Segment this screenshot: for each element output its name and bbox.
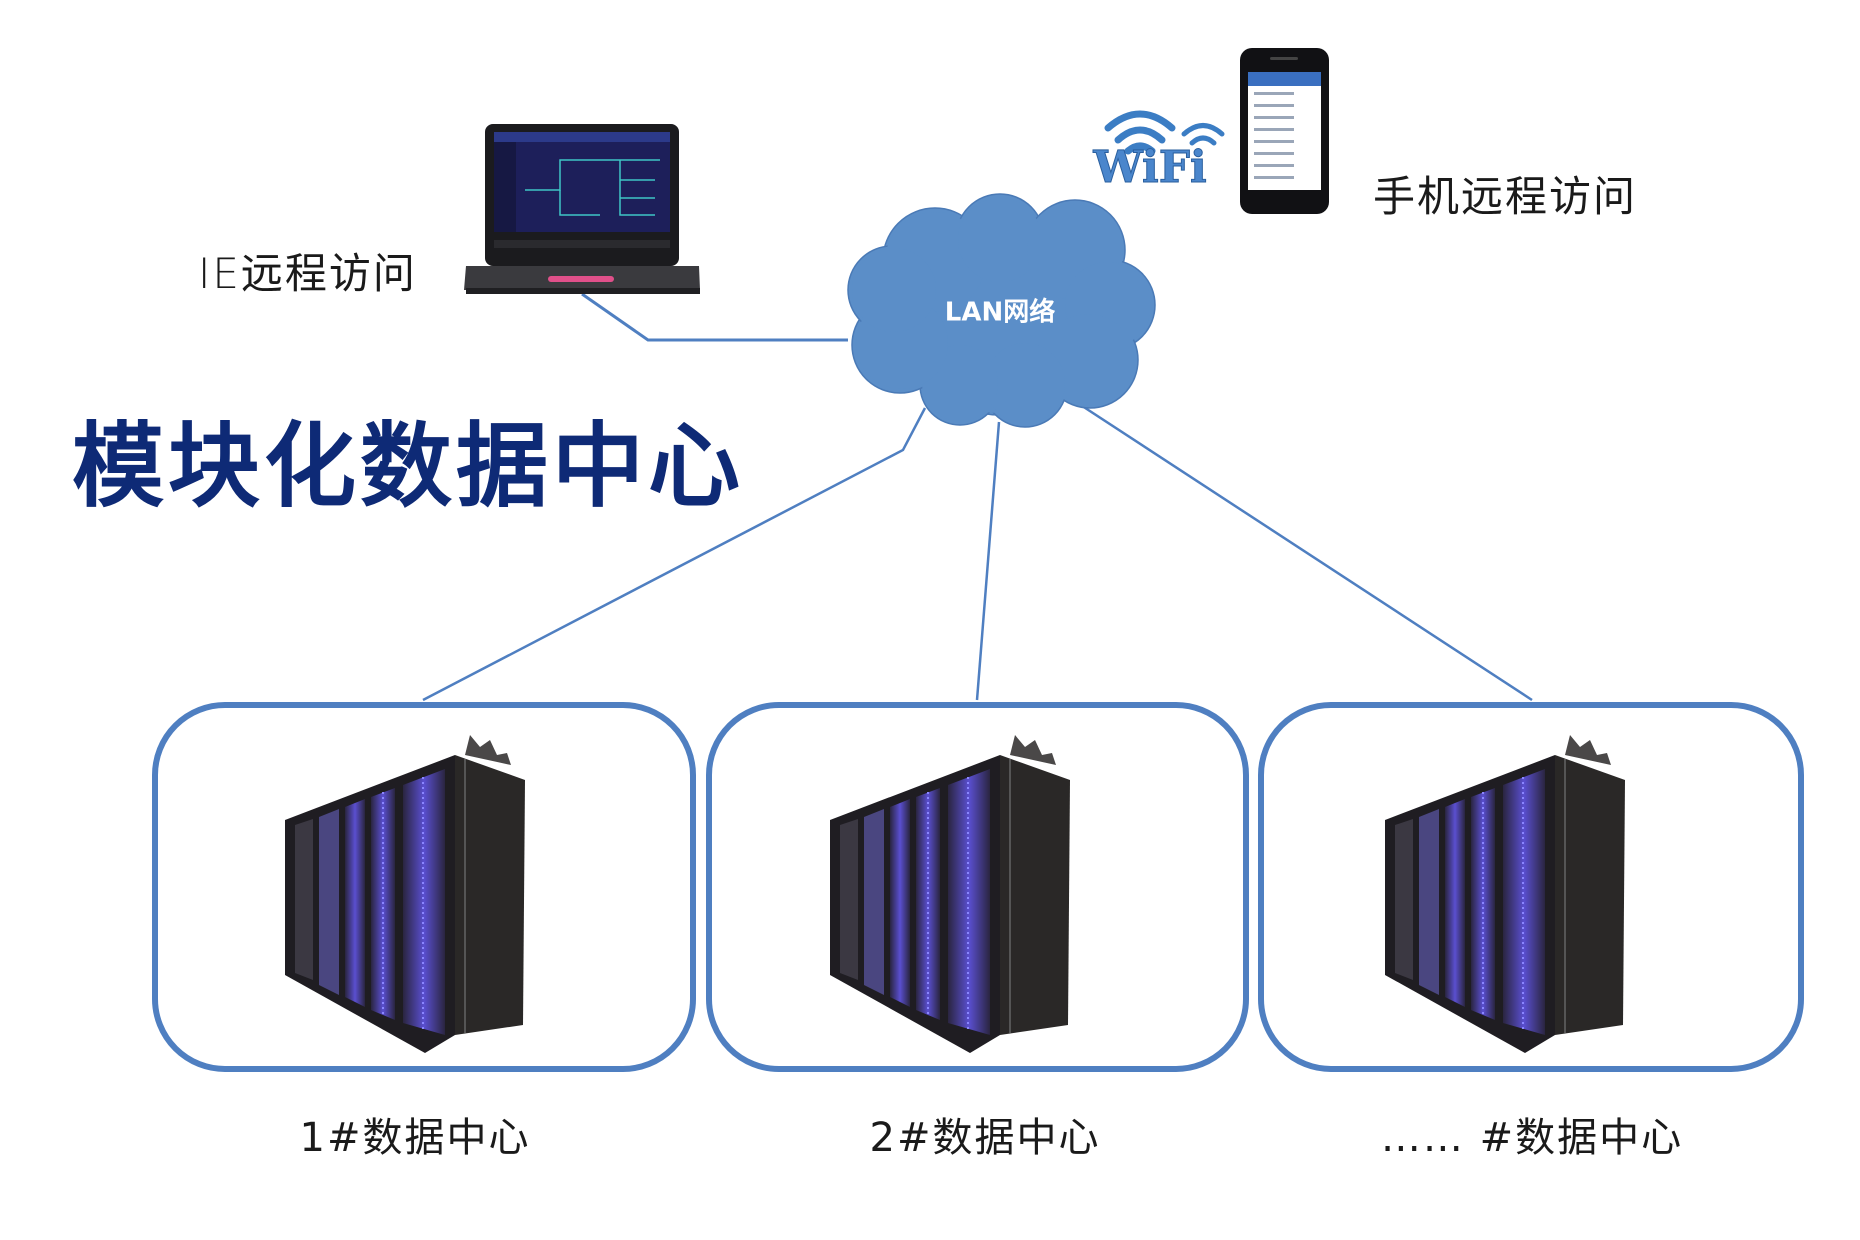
page-title: 模块化数据中心 [72,413,745,520]
edge-network-datacenter-2 [975,421,1001,701]
wifi-badge: WiFi [1092,142,1206,193]
smartphone-icon [1240,48,1329,214]
datacenter-label-1: 1#数据中心 [299,1115,531,1161]
laptop-icon [464,124,700,294]
wifi-icon [1104,110,1225,155]
datacenter-label-2: 2#数据中心 [869,1115,1101,1161]
phone-label: 手机远程访问 [1373,172,1638,221]
edge-network-datacenter-1 [422,407,927,702]
edge-network-datacenter-n [1072,398,1533,702]
laptop-label: IE远程访问 [198,249,417,298]
network-label: LAN网络 [944,297,1056,328]
datacenter-label-n: …… #数据中心 [1380,1115,1684,1161]
edge-laptop-network [581,292,848,342]
